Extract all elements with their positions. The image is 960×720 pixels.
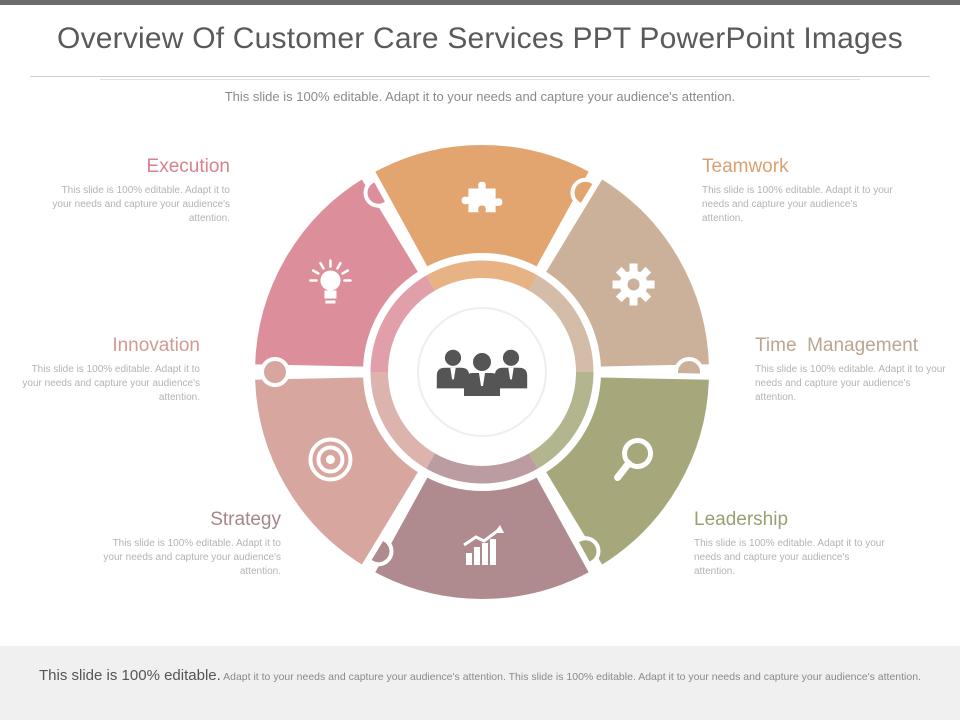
team-people-icon <box>436 349 528 396</box>
label-strategy-text: This slide is 100% editable. Adapt it to… <box>103 538 281 577</box>
gear-icon <box>612 263 655 306</box>
ring-wedge-teamwork <box>426 260 538 291</box>
label-innovation-text: This slide is 100% editable. Adapt it to… <box>22 364 200 403</box>
ring-wedge-time_management <box>529 275 594 372</box>
center-hub <box>417 307 547 437</box>
slide-title: Overview Of Customer Care Services PPT P… <box>57 22 903 55</box>
label-execution: Execution This slide is 100% editable. A… <box>0 156 230 226</box>
puzzle-knob-innovation <box>260 357 290 387</box>
ring-wedge-innovation <box>370 372 435 469</box>
label-teamwork: Teamwork This slide is 100% editable. Ad… <box>702 156 932 226</box>
label-leadership-title: Leadership <box>694 509 789 530</box>
label-leadership: Leadership This slide is 100% editable. … <box>694 509 924 579</box>
title-divider-thin <box>100 79 860 80</box>
label-leadership-text: This slide is 100% editable. Adapt it to… <box>694 538 885 577</box>
label-teamwork-title: Teamwork <box>702 156 789 177</box>
puzzle-wheel-diagram <box>250 139 710 605</box>
label-innovation-title: Innovation <box>112 335 200 356</box>
label-teamwork-text: This slide is 100% editable. Adapt it to… <box>702 185 893 224</box>
bar-chart-icon <box>463 525 504 565</box>
slide-subtitle: This slide is 100% editable. Adapt it to… <box>224 89 736 104</box>
footer-band: This slide is 100% editable. Adapt it to… <box>0 646 960 720</box>
label-time-management-text: This slide is 100% editable. Adapt it to… <box>755 364 946 403</box>
lightbulb-icon <box>309 259 352 304</box>
footer-lead: This slide is 100% editable. <box>39 667 221 684</box>
target-icon <box>308 437 353 482</box>
label-innovation: Innovation This slide is 100% editable. … <box>0 335 200 405</box>
ring-wedge-leadership <box>529 372 594 469</box>
title-divider <box>30 76 930 77</box>
ring-outline <box>363 253 601 491</box>
label-execution-title: Execution <box>146 156 230 177</box>
label-strategy: Strategy This slide is 100% editable. Ad… <box>51 509 281 579</box>
puzzle-icon <box>461 181 503 213</box>
label-execution-text: This slide is 100% editable. Adapt it to… <box>52 185 230 224</box>
ring-wedge-strategy <box>426 453 538 484</box>
footer-text: This slide is 100% editable. Adapt it to… <box>30 668 930 685</box>
footer-body: Adapt it to your needs and capture your … <box>220 671 921 683</box>
magnifier-icon <box>614 438 654 481</box>
ring-wedge-execution <box>370 275 435 372</box>
label-time-management-title: Time Management <box>755 335 918 356</box>
top-rule <box>0 0 960 5</box>
segment-icons <box>308 181 655 565</box>
label-strategy-title: Strategy <box>210 509 281 530</box>
center-circle <box>417 307 547 437</box>
label-time-management: Time Management This slide is 100% edita… <box>755 335 960 405</box>
